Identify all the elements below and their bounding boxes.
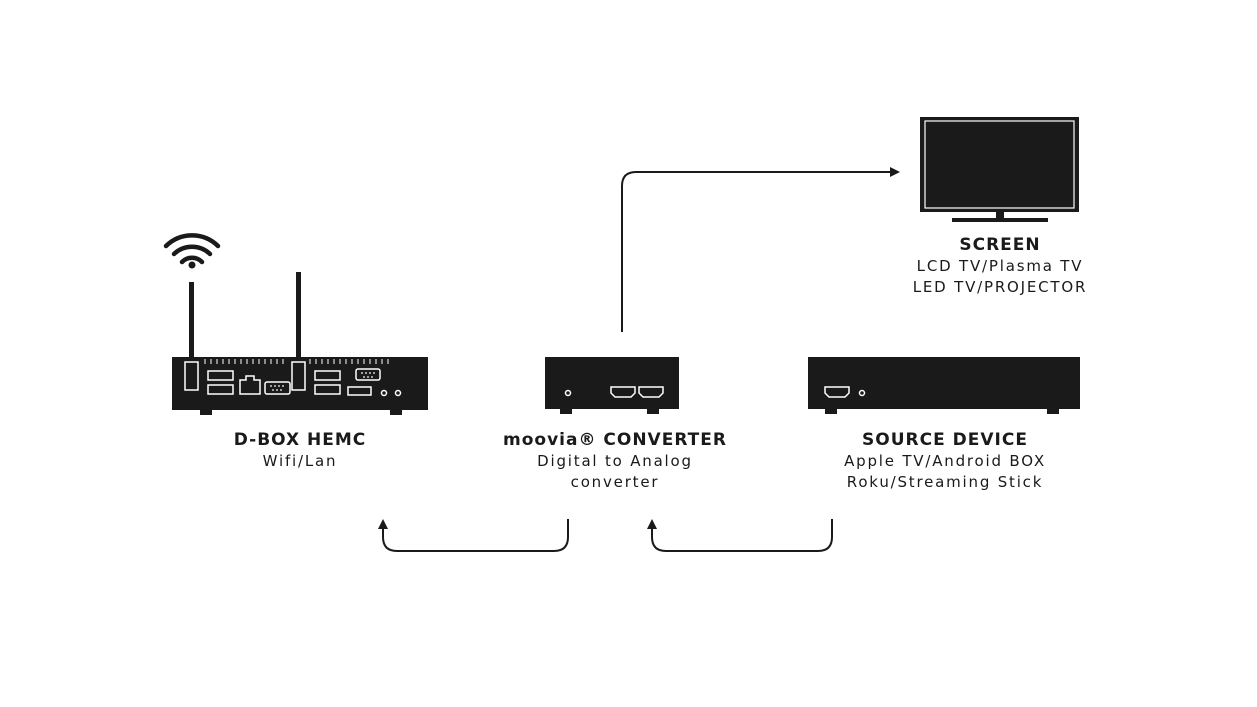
screen-title: SCREEN (959, 235, 1041, 255)
arrow-converter-to-screen (621, 167, 900, 332)
screen-line1: LCD TV/Plasma TV (916, 257, 1084, 275)
screen-label: SCREEN LCD TV/Plasma TV LED TV/PROJECTOR (880, 235, 1120, 298)
converter-box-icon (545, 357, 679, 414)
router-icon (172, 272, 428, 415)
arrow-converter-to-dbox (378, 519, 569, 552)
converter-line2: converter (570, 473, 660, 491)
dbox-line1: Wifi/Lan (262, 452, 338, 470)
wifi-icon (163, 233, 221, 269)
arrow-source-to-converter (647, 519, 833, 552)
converter-title: moovia® CONVERTER (503, 430, 727, 450)
converter-label: moovia® CONVERTER Digital to Analog conv… (475, 430, 755, 493)
screen-line2: LED TV/PROJECTOR (912, 278, 1088, 296)
set-top-box-icon (808, 357, 1080, 414)
dbox-label: D-BOX HEMC Wifi/Lan (180, 430, 420, 472)
source-line1: Apple TV/Android BOX (844, 452, 1046, 470)
source-line2: Roku/Streaming Stick (846, 473, 1044, 491)
dbox-title: D-BOX HEMC (233, 430, 367, 450)
source-title: SOURCE DEVICE (862, 430, 1028, 450)
tv-icon (920, 117, 1079, 222)
source-label: SOURCE DEVICE Apple TV/Android BOX Roku/… (800, 430, 1090, 493)
converter-line1: Digital to Analog (537, 452, 693, 470)
